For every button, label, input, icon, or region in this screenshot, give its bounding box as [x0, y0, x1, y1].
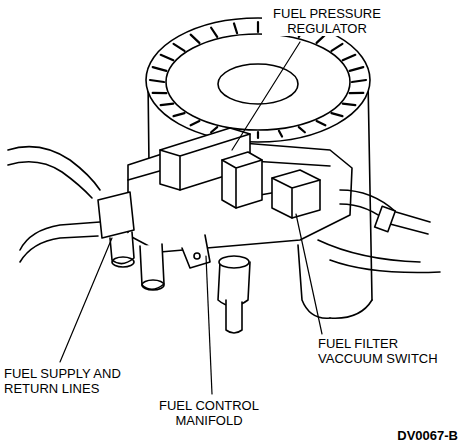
leader-lines [60, 42, 322, 394]
cap-rib [153, 67, 167, 71]
figure-code: DV0067-B [372, 428, 458, 443]
fuel-line-fitting [98, 192, 164, 290]
fuel-lines [8, 147, 100, 262]
cap-rib [343, 55, 356, 60]
fuel-pressure-regulator [160, 128, 262, 208]
cap-rib [211, 28, 217, 37]
cap-rib [150, 80, 164, 82]
cap-rib [352, 80, 366, 82]
part-label: FUEL CONTROL MANIFOLD [150, 398, 268, 428]
cap-rib [317, 121, 326, 125]
cap-rib [161, 104, 174, 105]
part-label: FUEL PRESSURE REGULATOR [262, 6, 392, 36]
cap-rib [343, 104, 356, 105]
cap-rib [279, 131, 282, 137]
cap-rib [161, 55, 174, 60]
cap-rib [350, 67, 364, 71]
part-label: FUEL FILTER VACCUUM SWITCH [318, 336, 450, 366]
cap-rib [257, 22, 259, 32]
part-label: FUEL SUPPLY AND RETURN LINES [4, 366, 139, 396]
fuel-filter-vacuum-switch [218, 170, 330, 333]
cap-rib [257, 132, 259, 138]
cap-rib [234, 23, 237, 33]
cap-rib [191, 121, 200, 125]
cap-rib [350, 92, 364, 94]
cap-rib [153, 92, 167, 94]
cap-rib [299, 127, 305, 132]
cap-rib [174, 113, 185, 116]
cap-rib [331, 113, 342, 116]
cap-rib [191, 35, 200, 43]
vacuum-hose [318, 190, 440, 273]
cap-rib [174, 44, 185, 51]
cap-rib [331, 44, 342, 51]
